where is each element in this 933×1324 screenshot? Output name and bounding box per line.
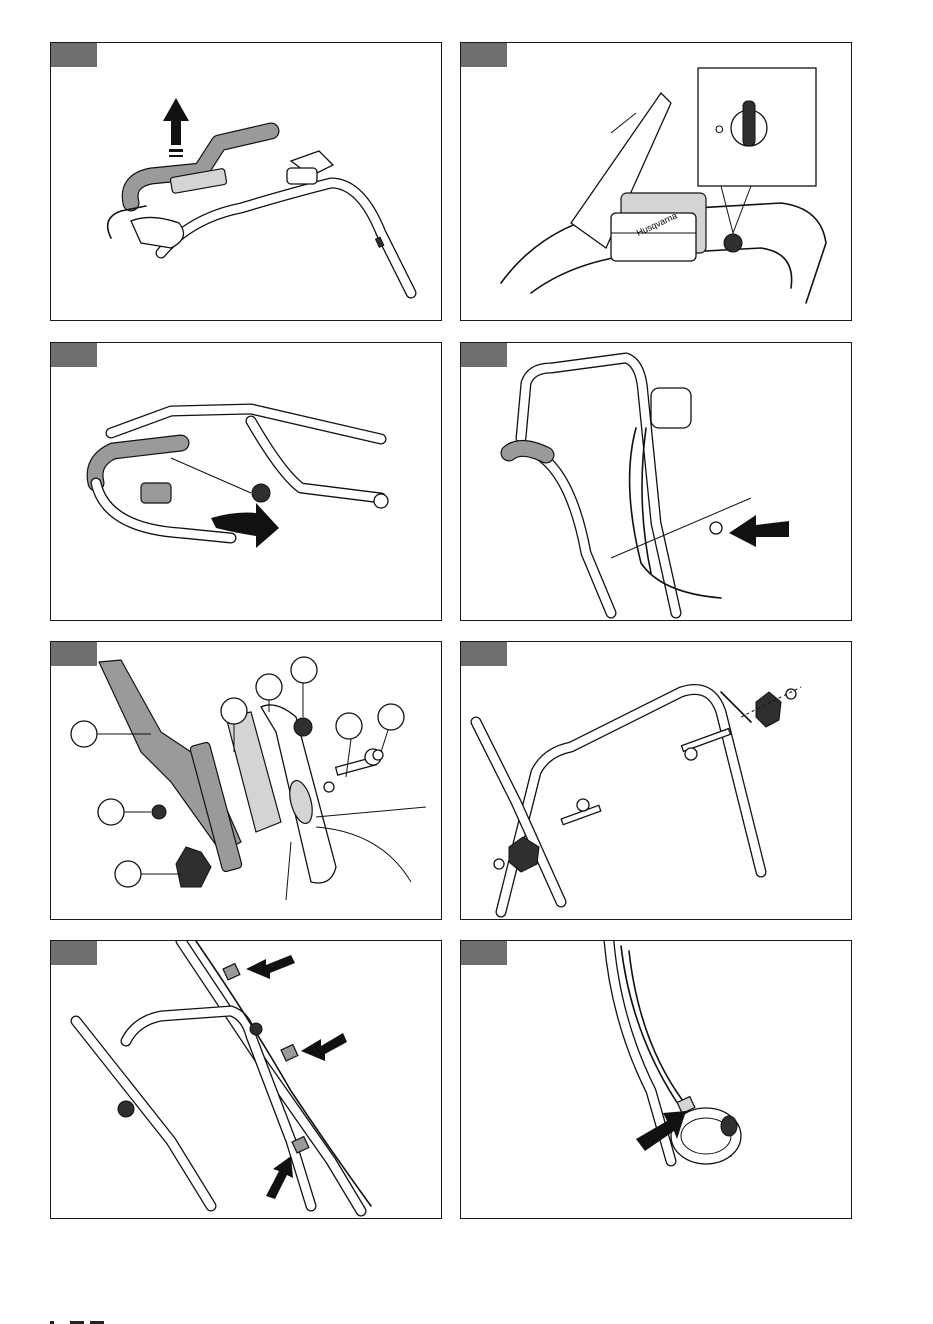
callout-circle bbox=[291, 657, 317, 683]
bracket-exploded-illustration bbox=[51, 642, 442, 920]
callout-circle bbox=[336, 713, 362, 739]
callout-circle bbox=[221, 698, 247, 724]
callout-circle bbox=[71, 721, 97, 747]
battery-compartment-illustration: Husqvarna O bbox=[461, 43, 852, 321]
callout-circle bbox=[378, 704, 404, 730]
left-arrow-icon bbox=[729, 515, 789, 547]
figure-panel-1 bbox=[50, 42, 442, 321]
handle-unfold-illustration bbox=[51, 343, 442, 621]
cable-clips-illustration bbox=[51, 941, 442, 1219]
svg-text:O: O bbox=[715, 124, 724, 136]
up-arrow-icon bbox=[163, 98, 189, 157]
callout-circle bbox=[256, 674, 282, 700]
figure-panel-8 bbox=[460, 940, 852, 1219]
figure-panel-3 bbox=[50, 342, 442, 621]
page-footer-marks bbox=[0, 1318, 933, 1324]
figure-panel-2: Husqvarna O bbox=[460, 42, 852, 321]
handle-bolts-illustration bbox=[461, 642, 852, 920]
cable-routing-illustration bbox=[461, 941, 852, 1219]
figure-panel-7 bbox=[50, 940, 442, 1219]
callout-circle bbox=[98, 799, 124, 825]
figure-panel-4 bbox=[460, 342, 852, 621]
figure-panel-6 bbox=[460, 641, 852, 920]
callout-circle bbox=[115, 861, 141, 887]
cable-holder-illustration bbox=[461, 343, 852, 621]
handle-lift-illustration bbox=[51, 43, 442, 321]
figure-panel-5 bbox=[50, 641, 442, 920]
